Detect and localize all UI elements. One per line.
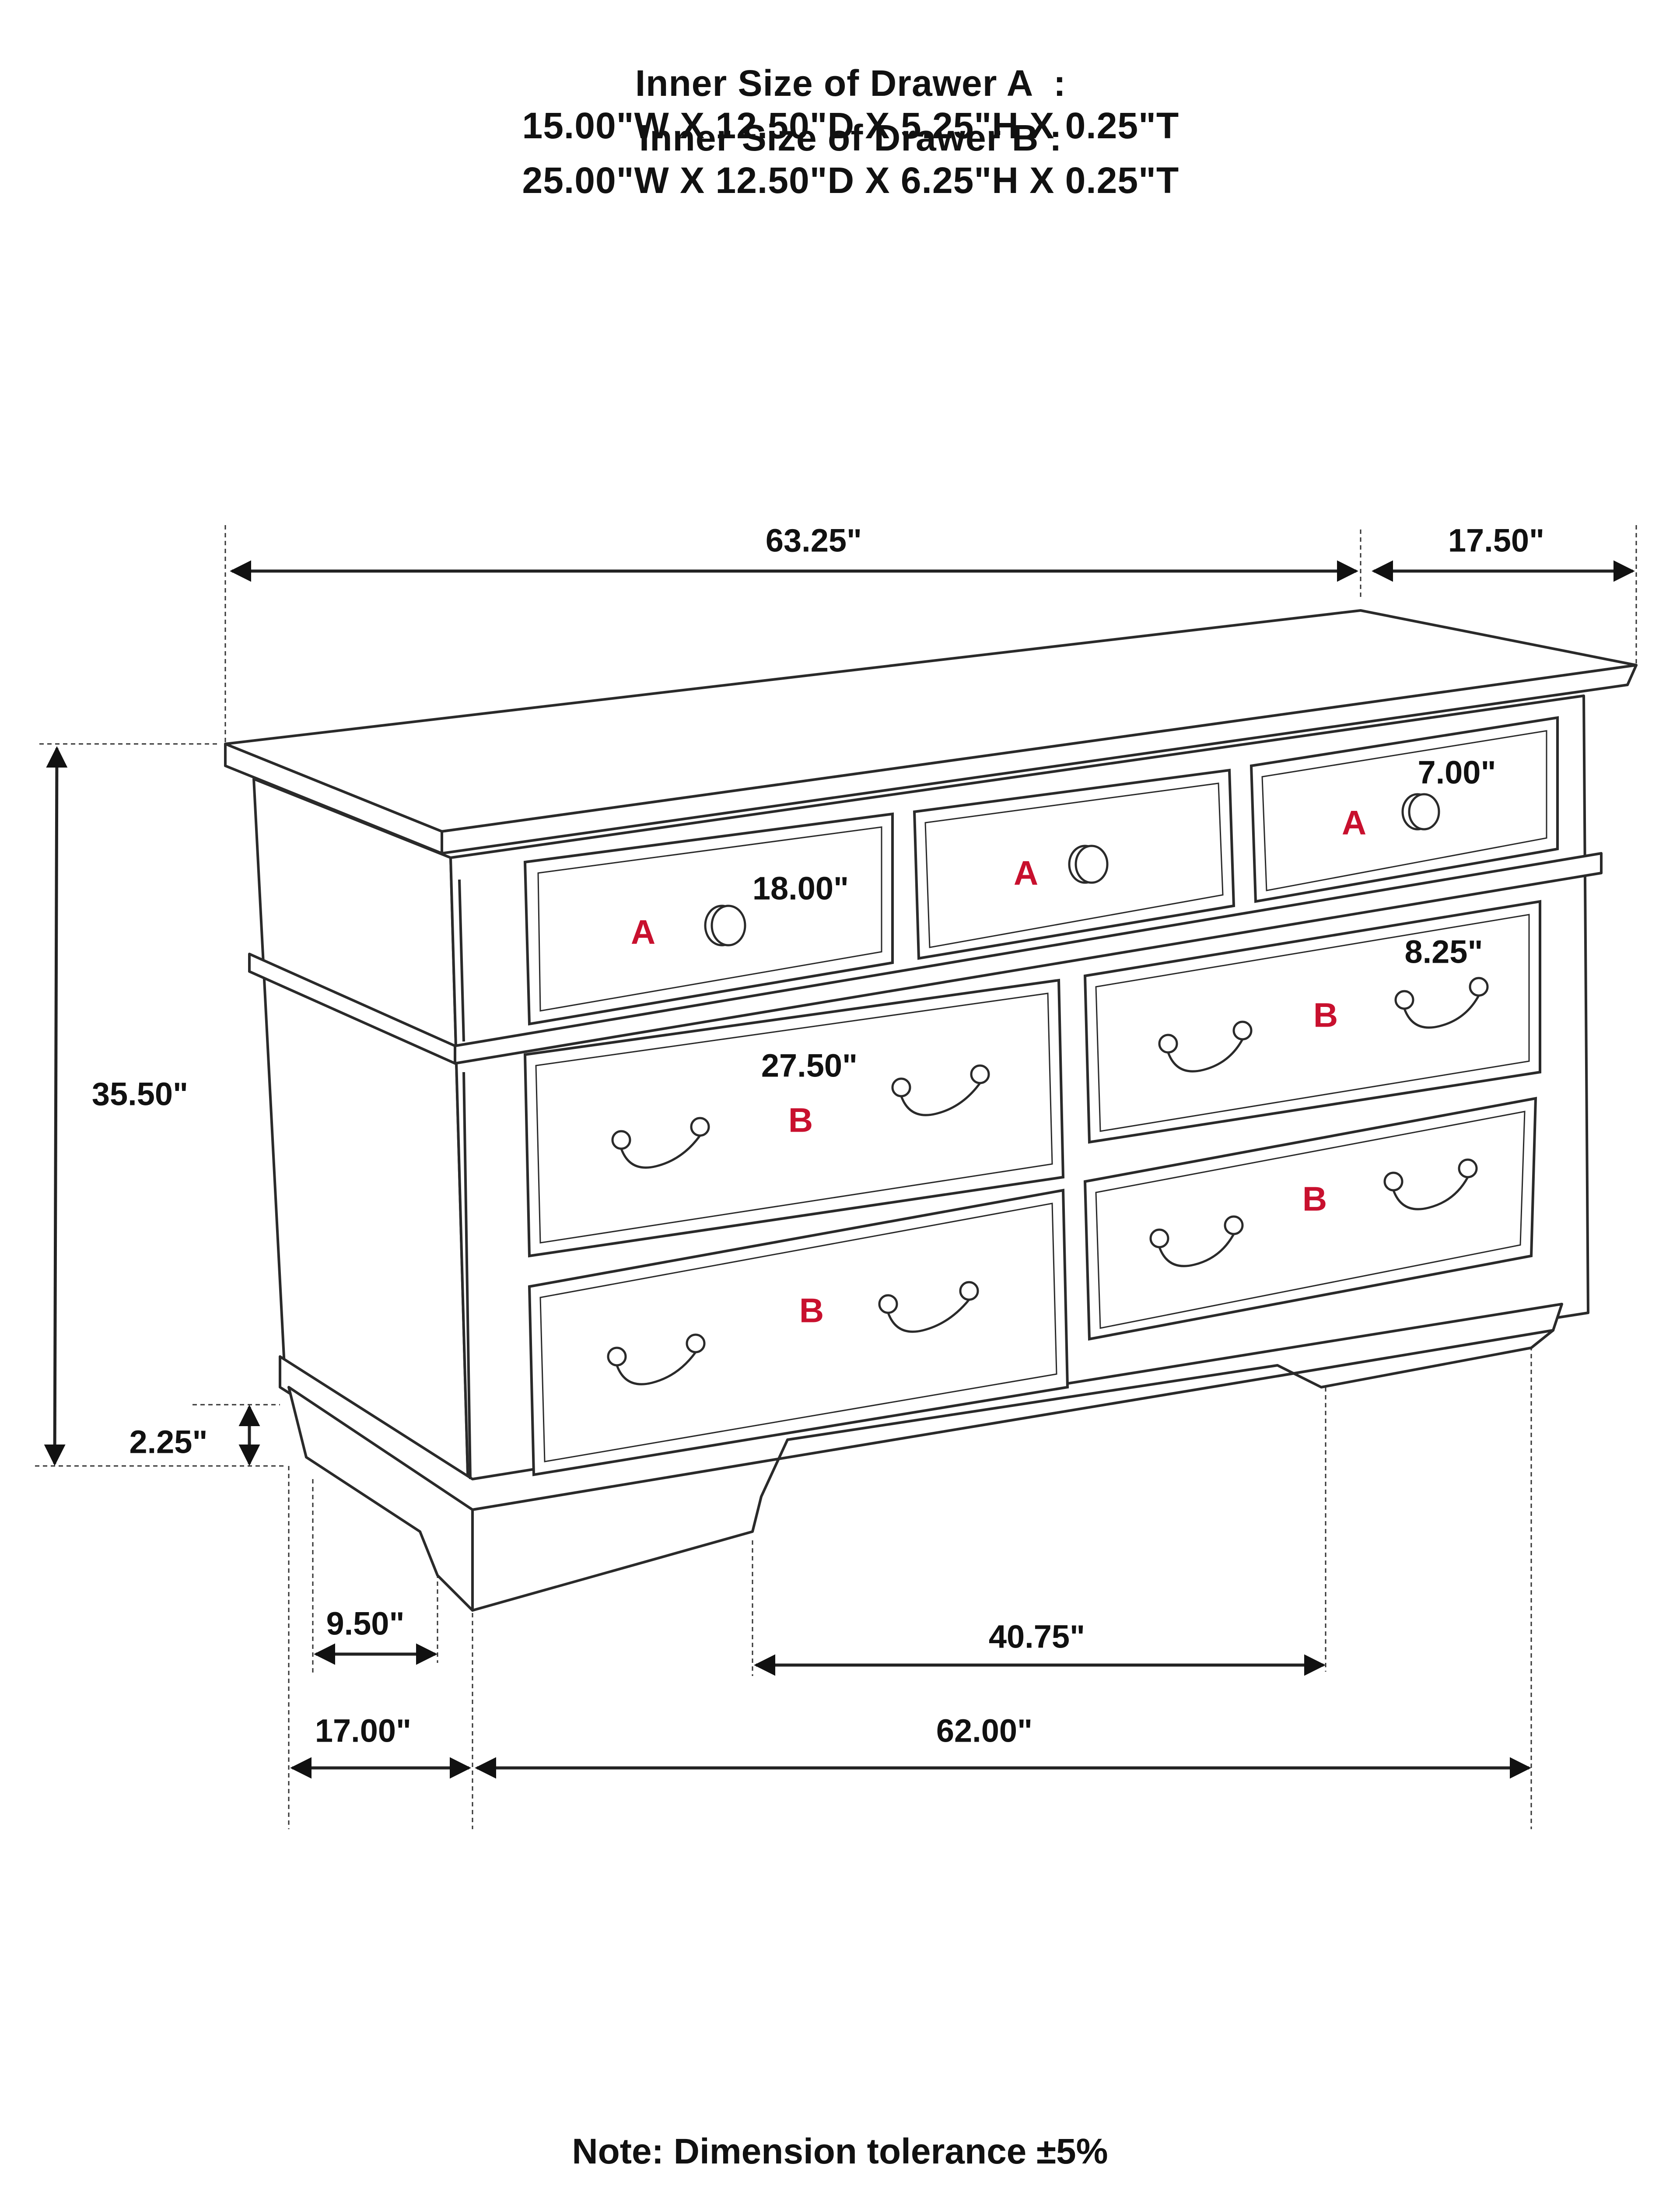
bail-pull-icon: [607, 1333, 706, 1385]
bail-pull-icon: [1383, 1158, 1478, 1210]
base-depth-label: 17.00": [315, 1712, 412, 1749]
drawer-a-inner-size: Inner Size of Drawer A : 15.00"W X 12.50…: [0, 20, 1680, 147]
drawer-b-left-bottom: [528, 1189, 1069, 1476]
bail-pull-icon: [611, 1117, 710, 1169]
bail-pull-icon: [1394, 977, 1489, 1029]
drawer-type-label: B: [1302, 1179, 1327, 1218]
drawer-b-right-middle: [1083, 900, 1541, 1144]
drawer-b-inner-size: Inner Size of Drawer B : 25.00"W X 12.50…: [0, 74, 1680, 202]
base-height-label: 2.25": [129, 1424, 208, 1460]
drawer-type-label: A: [630, 912, 656, 951]
drawer-b-height-label: 8.25": [1404, 933, 1483, 970]
knob-icons: [704, 793, 1440, 947]
drawer-a-width-label: 18.00": [752, 870, 849, 907]
overall-depth-label: 17.50": [1448, 522, 1545, 559]
drawer-type-label: A: [1013, 853, 1039, 892]
bail-pull-icons: [607, 977, 1489, 1385]
drawer-b-width-label: 27.50": [761, 1047, 858, 1084]
drawer-a-inner-size-value: 15.00"W X 12.50"D X 5.25"H X 0.25"T: [522, 105, 1180, 146]
overall-width-label: 63.25": [765, 522, 862, 559]
bail-pull-icon: [878, 1281, 979, 1333]
drawer-b-inner-size-value: 25.00"W X 12.50"D X 6.25"H X 0.25"T: [522, 160, 1180, 201]
dimension-tolerance-note: Note: Dimension tolerance ±5%: [572, 2132, 1108, 2171]
drawer-a-height-label: 7.00": [1418, 754, 1496, 791]
drawer-a-inner-size-label: Inner Size of Drawer A :: [635, 63, 1066, 104]
drawer-b-inner-size-label: Inner Size of Drawer B :: [639, 117, 1062, 158]
base-width-label: 62.00": [936, 1712, 1033, 1749]
drawer-type-label: B: [799, 1291, 824, 1330]
drawer-type-label: A: [1341, 803, 1367, 842]
bail-pull-icon: [891, 1064, 990, 1116]
bail-pull-icon: [1158, 1020, 1253, 1073]
leg-front-span-label: 40.75": [988, 1618, 1085, 1655]
drawer-b-left-middle: [523, 978, 1065, 1258]
drawers: [523, 716, 1559, 1476]
overall-height-label: 35.50": [91, 1076, 189, 1112]
drawer-type-label: B: [788, 1101, 813, 1140]
bail-pull-icon: [1149, 1215, 1244, 1267]
drawer-b-right-bottom: [1083, 1097, 1537, 1341]
extension-lines: [35, 525, 1637, 1829]
leg-side-span-label: 9.50": [326, 1605, 405, 1642]
drawer-type-label: B: [1313, 996, 1338, 1034]
